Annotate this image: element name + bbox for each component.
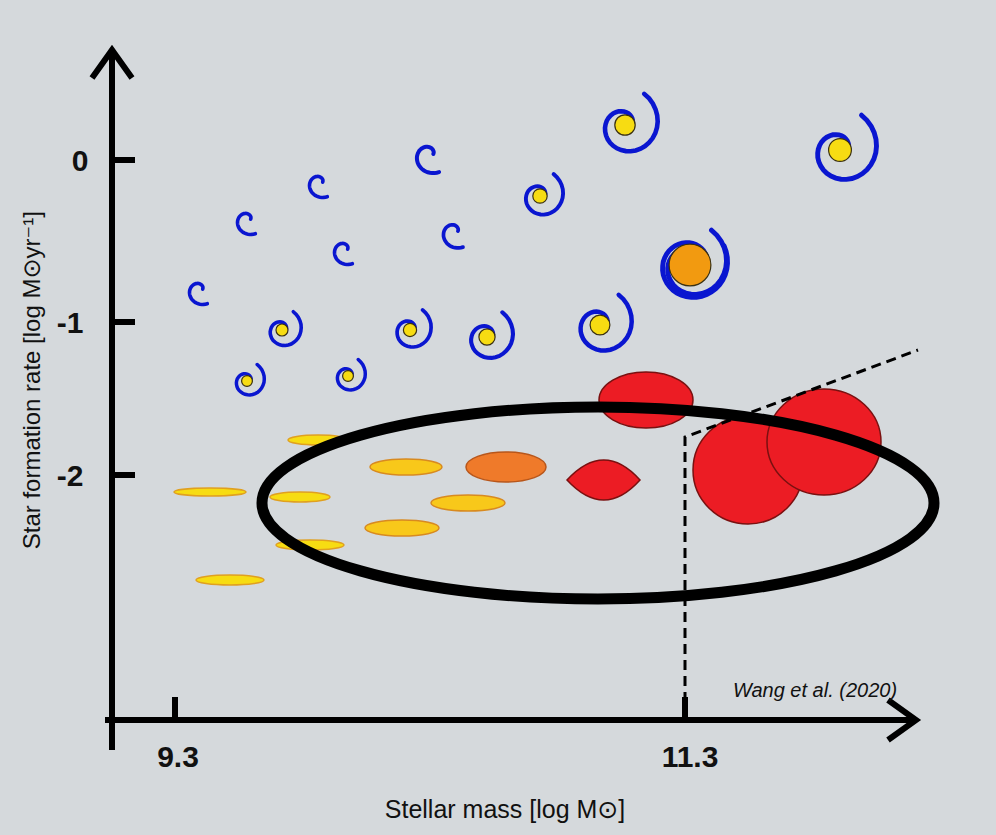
galaxy-bulge [615, 115, 635, 135]
axis-title: Stellar mass [log M⊙] [385, 796, 625, 824]
spiral-galaxies [190, 94, 877, 395]
spiral-arm [270, 312, 301, 346]
spiral-arm [335, 243, 353, 264]
galaxy-bulge [829, 139, 852, 162]
spiral-arm [663, 243, 728, 298]
galaxy-bulge [590, 315, 610, 335]
spiral-arm [397, 310, 431, 347]
spiral-arm [581, 295, 632, 351]
tick-label: 0 [72, 144, 89, 177]
spiral-arm [444, 225, 464, 248]
tick-label: -1 [57, 306, 84, 339]
spiral-arm [526, 174, 563, 215]
spiral-arm [236, 365, 264, 395]
spiral-arm [471, 312, 513, 358]
galaxy-bulge [343, 371, 354, 382]
axis-title: Star formation rate [log M⊙yr⁻¹] [19, 211, 45, 549]
galaxy-bulge [479, 329, 495, 345]
spiral-arm [337, 360, 365, 390]
spiral-arm [190, 283, 208, 304]
spiral-arm [310, 176, 328, 197]
galaxy-bulge [533, 189, 547, 203]
tick-label: 9.3 [157, 740, 199, 773]
spiral-arm [238, 213, 256, 234]
galaxy-bulge [403, 323, 416, 336]
tick-label: -2 [57, 459, 84, 492]
spiral-arm [818, 115, 877, 179]
tick-label: 11.3 [662, 740, 719, 773]
spiral-arm [605, 94, 658, 151]
galaxy-bulge [276, 324, 288, 336]
galaxy-bulge [242, 376, 253, 387]
galaxy-bulge [669, 244, 711, 286]
spiral-arm [417, 147, 439, 173]
dashed-boundary [685, 350, 918, 718]
axes [92, 50, 916, 750]
selection-ring [262, 407, 934, 599]
citation: Wang et al. (2020) [733, 679, 897, 701]
